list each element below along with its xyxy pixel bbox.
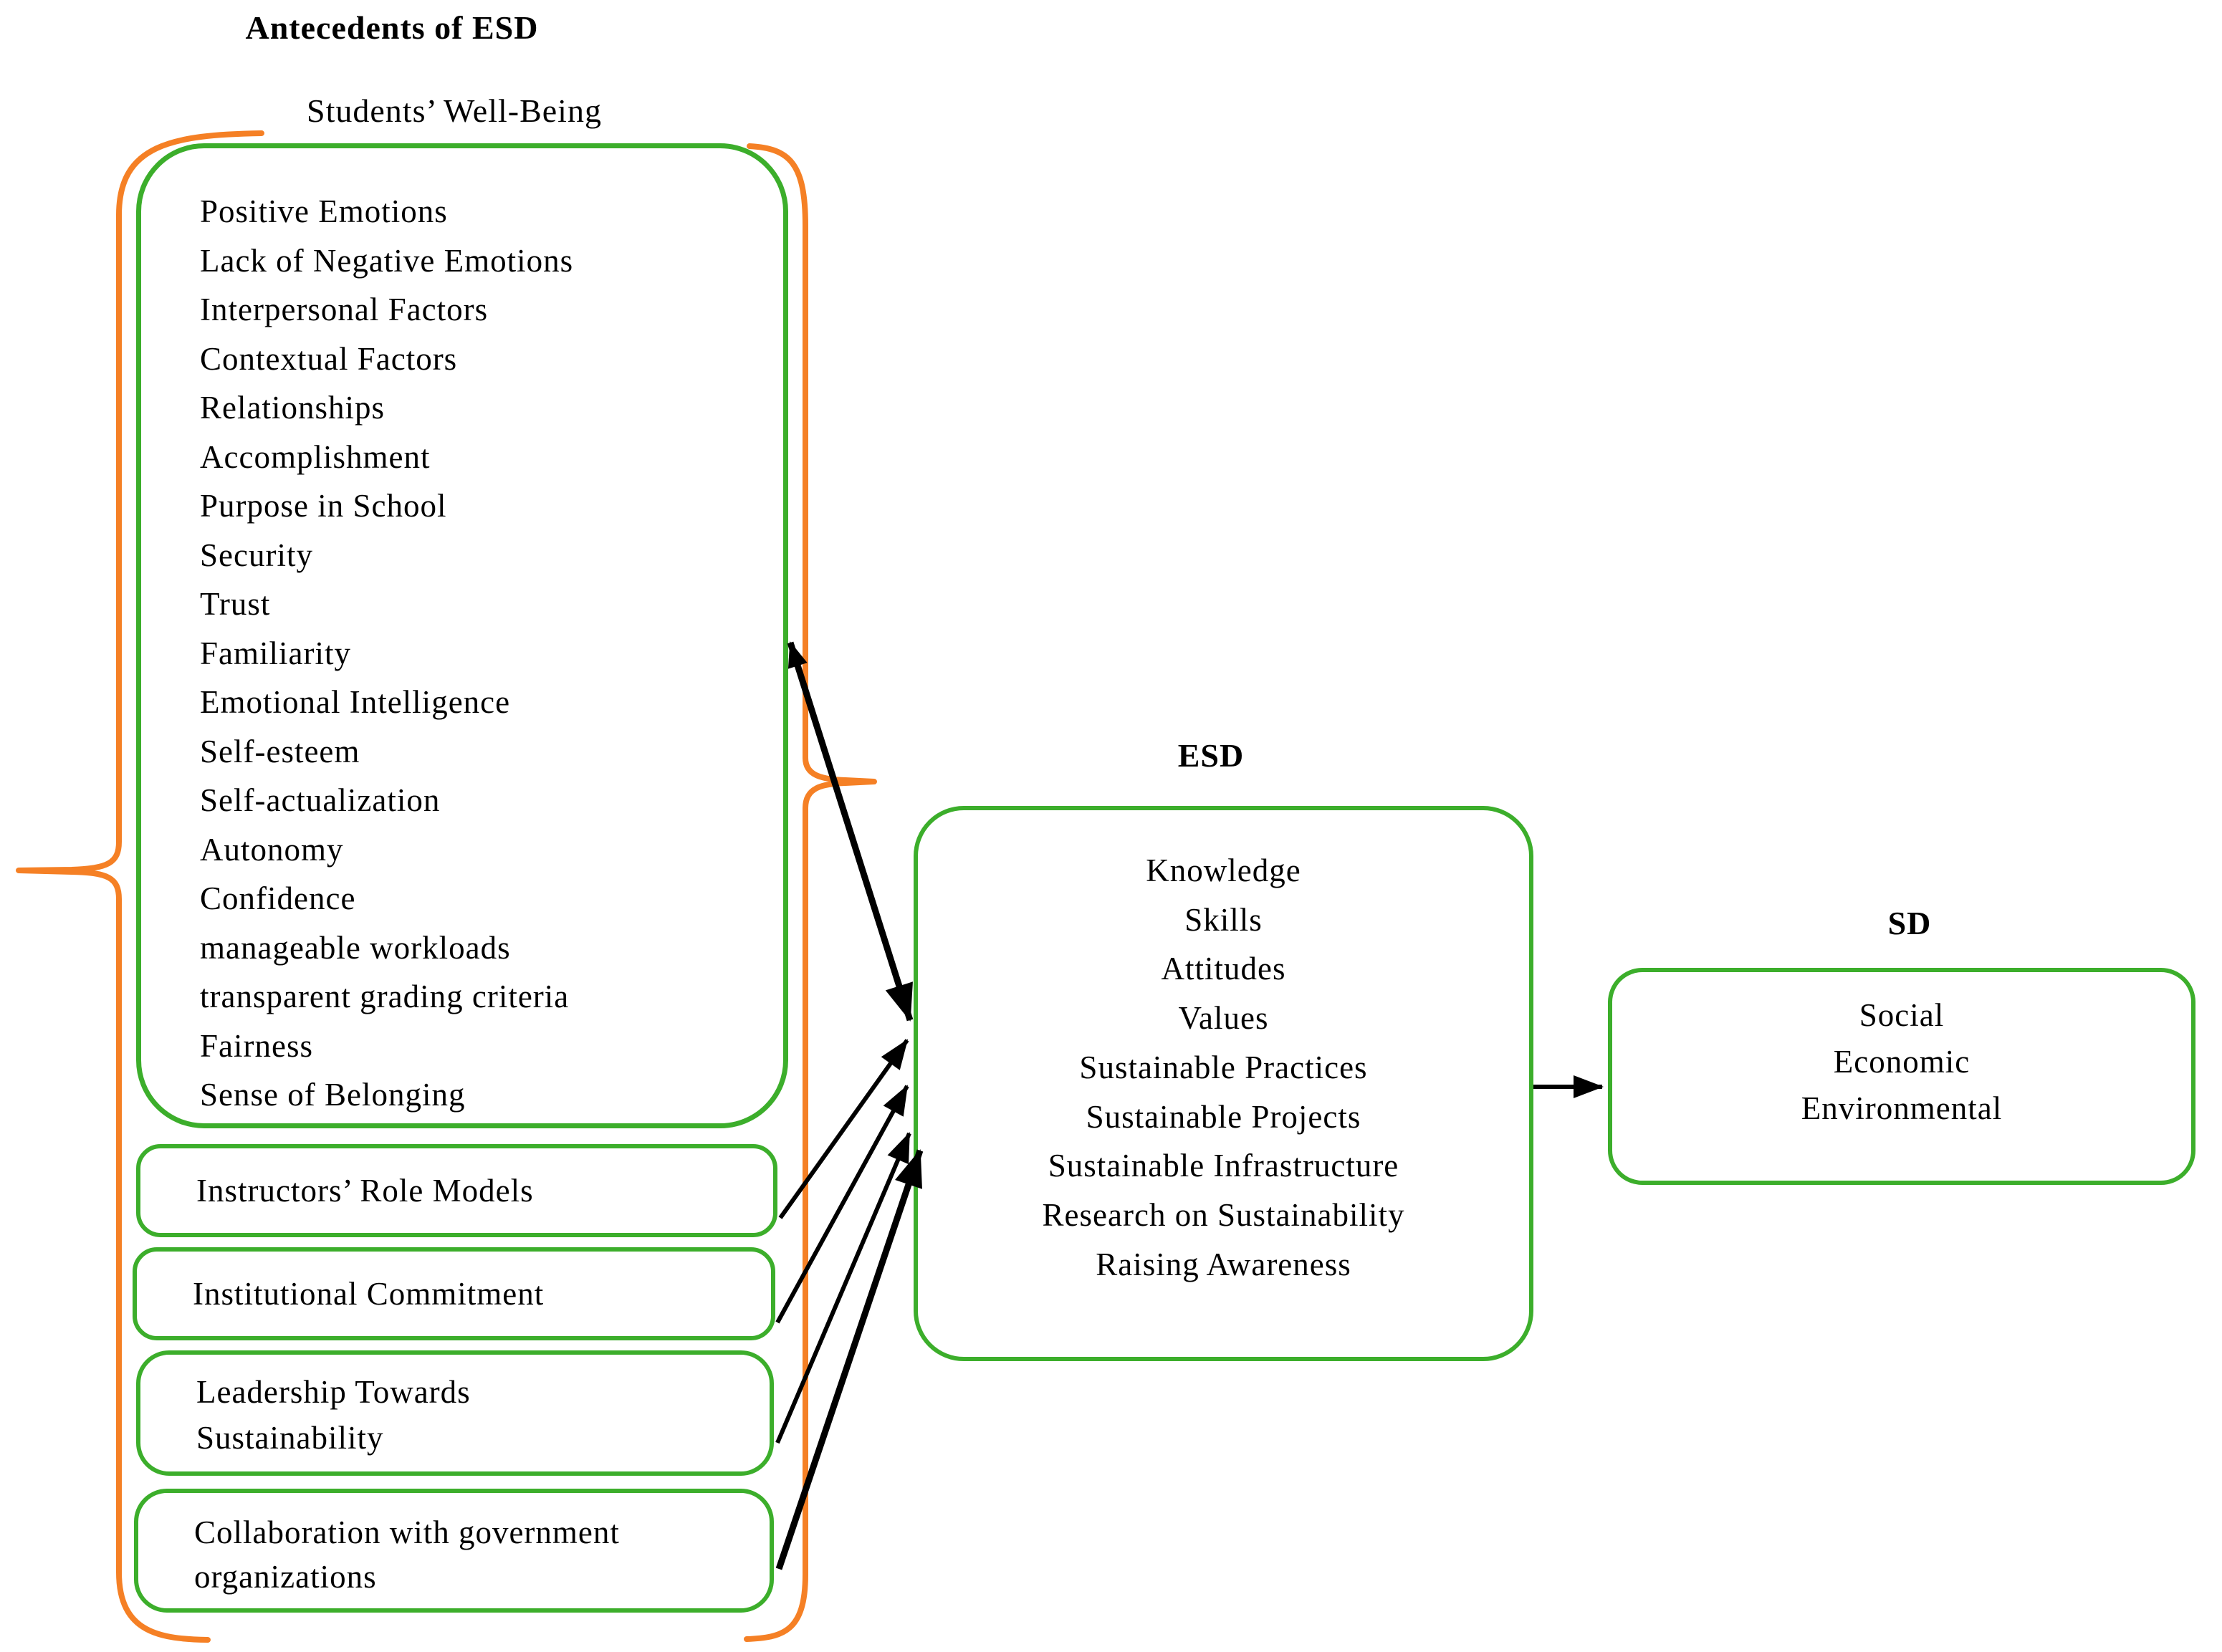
instructors-role-models-box: Instructors’ Role Models — [136, 1144, 777, 1237]
list-item: Purpose in School — [200, 488, 447, 524]
list-item: Social — [1859, 997, 1945, 1033]
list-item: Sustainable Projects — [1086, 1098, 1361, 1135]
list-item: Contextual Factors — [200, 340, 458, 377]
arrow-leadership-to-esd — [775, 1132, 911, 1444]
list-item: Economic — [1833, 1044, 1970, 1080]
list-item: Fairness — [200, 1027, 313, 1064]
list-item: Confidence — [200, 880, 356, 916]
collaboration-government-box: Collaboration with government organizati… — [134, 1489, 774, 1613]
instructors-role-models-label: Instructors’ Role Models — [196, 1173, 534, 1209]
list-item: transparent grading criteria — [200, 979, 570, 1014]
students-wellbeing-label: Students’ Well-Being — [307, 92, 602, 129]
list-item: manageable workloads — [200, 929, 511, 966]
list-item: Environmental — [1801, 1090, 2003, 1126]
list-item: Autonomy — [200, 831, 344, 868]
arrow-collaboration-to-esd — [775, 1149, 924, 1570]
arrow-institutional-to-esd — [775, 1085, 909, 1324]
list-item: Values — [1178, 1000, 1269, 1037]
list-item: Self-actualization — [200, 782, 441, 818]
arrow-instructors-to-esd — [778, 1039, 909, 1219]
box-label-wrap: Instructors’ Role Models — [140, 1148, 773, 1233]
list-item: Research on Sustainability — [1042, 1196, 1405, 1233]
list-item: Security — [200, 537, 313, 573]
list-item: Interpersonal Factors — [200, 292, 489, 327]
list-item: Accomplishment — [200, 438, 431, 475]
esd-label: ESD — [1177, 737, 1245, 774]
leadership-sustainability-label: Leadership Towards Sustainability — [196, 1374, 471, 1456]
list-item: Knowledge — [1146, 853, 1301, 888]
list-item: Relationships — [200, 390, 385, 426]
list-item: Sense of Belonging — [200, 1077, 466, 1113]
list-item: Positive Emotions — [200, 193, 448, 229]
list-item: Trust — [200, 586, 271, 622]
collaboration-government-label: Collaboration with government organizati… — [194, 1514, 620, 1595]
list-item: Sustainable Practices — [1079, 1049, 1368, 1085]
list-item: Attitudes — [1161, 951, 1286, 987]
list-item: Emotional Intelligence — [200, 684, 511, 720]
diagram-title: Antecedents of ESD — [245, 9, 539, 46]
list-item: Raising Awareness — [1096, 1246, 1351, 1282]
list-item: Familiarity — [200, 635, 351, 671]
institutional-commitment-box: Institutional Commitment — [133, 1247, 775, 1340]
list-item: Lack of Negative Emotions — [200, 242, 574, 279]
list-item: Sustainable Infrastructure — [1048, 1148, 1399, 1184]
arrow-wellbeing-to-esd — [787, 641, 914, 1022]
sd-label: SD — [1887, 905, 1932, 941]
leadership-sustainability-box: Leadership Towards Sustainability — [136, 1350, 774, 1476]
box-label-wrap: Institutional Commitment — [137, 1252, 771, 1336]
list-item: Self-esteem — [200, 733, 360, 769]
list-item: Skills — [1184, 901, 1263, 938]
institutional-commitment-label: Institutional Commitment — [193, 1276, 545, 1312]
